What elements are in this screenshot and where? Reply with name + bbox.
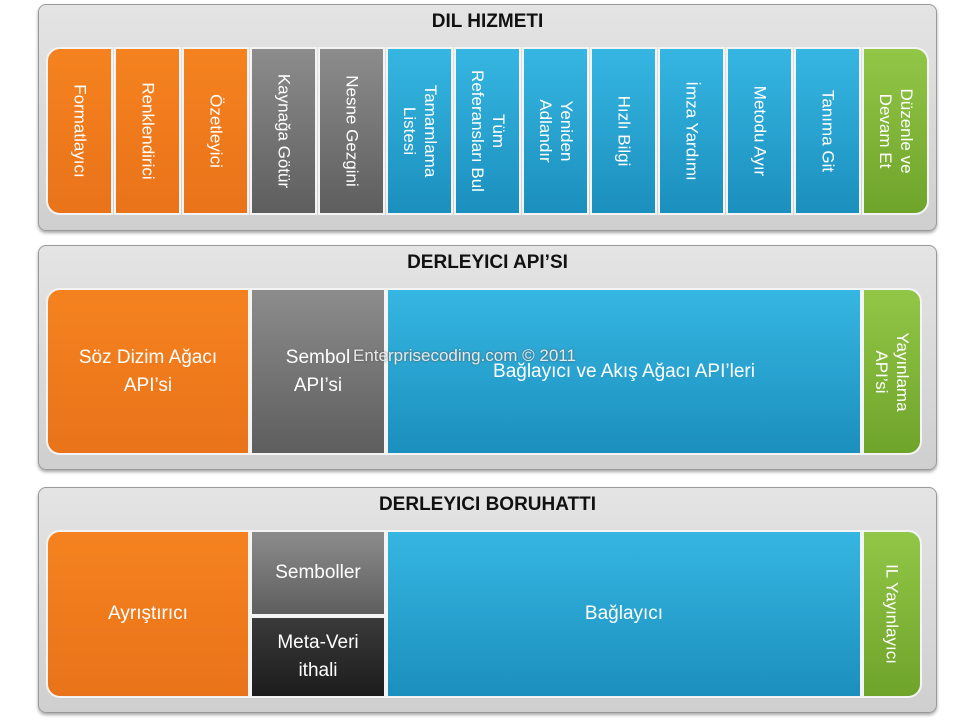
compiler-api-panel: DERLEYICI API’SI Söz Dizim Ağacı API’si … — [38, 245, 937, 470]
binder-block: Bağlayıcı — [386, 530, 862, 698]
metadata-import-block: Meta-Veri ithali — [250, 616, 386, 698]
formatter-block: Formatlayıcı — [46, 47, 113, 215]
symbol-api-block: Sembol API’si — [250, 288, 386, 455]
signature-help-block: İmza Yardımı — [658, 47, 725, 215]
go-to-definition-block: Tanıma Git — [794, 47, 861, 215]
il-emitter-block: IL Yayınlayıcı — [862, 530, 922, 698]
quick-info-label: Hızlı Bilgi — [614, 95, 633, 167]
language-service-title: DIL HIZMETI — [431, 11, 544, 32]
extract-method-block: Metodu Ayır — [726, 47, 793, 215]
find-all-references-label: Tüm Referansları Bul — [467, 70, 508, 192]
rename-label: Yeniden Adlandır — [535, 99, 576, 163]
go-to-definition-label: Tanıma Git — [818, 89, 837, 173]
il-emitter-label: IL Yayınlayıcı — [882, 564, 902, 664]
binding-flow-api-block: Bağlayıcı ve Akış Ağacı API’leri — [386, 288, 862, 455]
colorizer-label: Renklendirici — [138, 82, 157, 180]
find-all-references-block: Tüm Referansları Bul — [454, 47, 521, 215]
signature-help-label: İmza Yardımı — [682, 81, 701, 181]
rename-block: Yeniden Adlandır — [522, 47, 589, 215]
metadata-import-label: Meta-Veri ithali — [277, 632, 359, 681]
symbols-block: Semboller — [250, 530, 386, 616]
formatter-label: Formatlayıcı — [70, 84, 89, 178]
quick-info-block: Hızlı Bilgi — [590, 47, 657, 215]
go-to-source-label: Kaynağa Götür — [274, 73, 293, 189]
completion-list-block: Tamamlama Listesi — [386, 47, 453, 215]
outliner-label: Özetleyici — [206, 94, 225, 168]
symbols-label: Semboller — [275, 562, 361, 583]
binding-flow-api-label: Bağlayıcı ve Akış Ağacı API’leri — [493, 360, 755, 382]
parser-block: Ayrıştırıcı — [46, 530, 250, 698]
object-browser-block: Nesne Gezgini — [318, 47, 385, 215]
compiler-pipeline-title: DERLEYICI BORUHATTI — [378, 494, 597, 515]
outliner-block: Özetleyici — [182, 47, 249, 215]
compiler-api-title: DERLEYICI API’SI — [407, 252, 568, 273]
emit-api-block: Yayınlama API’si — [862, 288, 922, 455]
object-browser-label: Nesne Gezgini — [342, 75, 361, 187]
edit-and-continue-block: Düzenle ve Devam Et — [862, 47, 929, 215]
emit-api-label: Yayınlama API’si — [872, 331, 912, 412]
compiler-pipeline-panel: DERLEYICI BORUHATTI Ayrıştırıcı Sembolle… — [38, 487, 937, 713]
watermark: Enterprisecoding.com © 2011 — [353, 346, 576, 365]
parser-label: Ayrıştırıcı — [108, 603, 188, 624]
syntax-tree-api-label: Söz Dizim Ağacı API’si — [78, 346, 218, 396]
edit-and-continue-label: Düzenle ve Devam Et — [875, 88, 916, 174]
language-service-panel: DIL HIZMETI Formatlayıcı Renklendirici Öze… — [38, 4, 937, 231]
colorizer-block: Renklendirici — [114, 47, 181, 215]
go-to-source-block: Kaynağa Götür — [250, 47, 317, 215]
syntax-tree-api-block: Söz Dizim Ağacı API’si — [46, 288, 250, 455]
binder-label: Bağlayıcı — [584, 603, 664, 624]
completion-list-label: Tamamlama Listesi — [399, 84, 440, 178]
symbol-api-label: Sembol API’si — [285, 346, 351, 396]
extract-method-label: Metodu Ayır — [750, 85, 769, 177]
